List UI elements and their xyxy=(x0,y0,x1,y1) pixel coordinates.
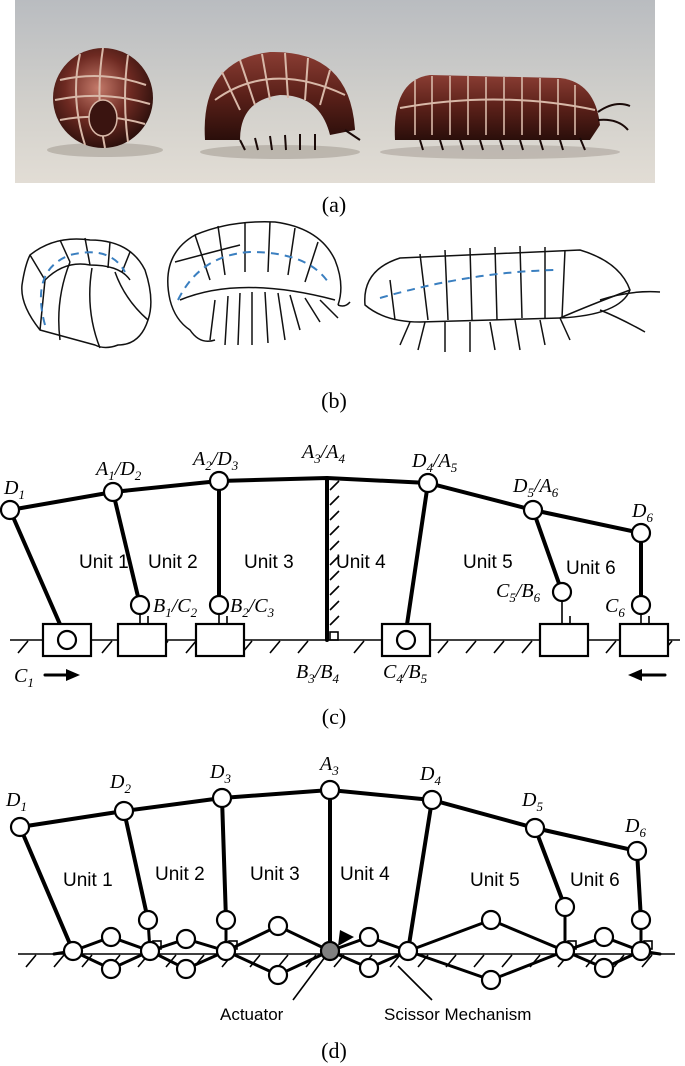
slider-b1c2 xyxy=(116,622,168,658)
sketch-half-curled xyxy=(167,221,351,346)
joint-c5b6 xyxy=(551,581,573,603)
joint-c4 xyxy=(395,629,417,651)
slider-c5b6 xyxy=(538,622,590,658)
slider-b2c3 xyxy=(194,622,246,658)
label-c5b6: C5/B6 xyxy=(496,580,541,605)
millipede-walking xyxy=(394,75,631,151)
link-d-unit6-right xyxy=(635,849,643,922)
link-unit5 xyxy=(403,481,430,640)
label-d-a3: A3 xyxy=(318,753,339,778)
label-scissor-mechanism: Scissor Mechanism xyxy=(384,1005,531,1024)
label-b2c3: B2/C3 xyxy=(230,595,275,620)
actuator-arrow xyxy=(338,930,354,946)
label-d-d5: D5 xyxy=(521,789,543,814)
millipede-half-curled xyxy=(204,51,361,151)
label-a2d3: A2/D3 xyxy=(191,448,239,473)
scissor-leader xyxy=(397,965,433,1001)
arrow-right-c1 xyxy=(43,669,80,681)
joint-c1 xyxy=(56,629,78,651)
link-d-unit1 xyxy=(18,825,75,953)
caption-c: (c) xyxy=(322,704,346,729)
unit-label-c-2: Unit 2 xyxy=(148,552,198,573)
label-b3b4: B3/B4 xyxy=(296,661,340,686)
unit-label-d-1: Unit 1 xyxy=(63,870,113,891)
arrow-left-c6 xyxy=(628,669,667,681)
unit-label-d-2: Unit 2 xyxy=(155,864,205,885)
wall-hatch xyxy=(329,480,340,626)
joint-c6 xyxy=(630,594,652,616)
label-c1: C1 xyxy=(14,665,34,690)
label-c4b5: C4/B5 xyxy=(383,661,428,686)
label-d-d4: D4 xyxy=(419,763,441,788)
actuator-leader xyxy=(292,956,326,1001)
unit-label-c-5: Unit 5 xyxy=(463,552,513,573)
link-d-unit2 xyxy=(122,809,150,922)
joint-a2d3 xyxy=(208,470,230,492)
right-angle-mark xyxy=(329,631,339,641)
sketch-walking xyxy=(364,245,661,352)
caption-b: (b) xyxy=(321,388,347,413)
linkage-diagram-c: D1 A1/D2 A2/D3 A3/A4 D4/A5 D5/A6 D6 B1/C… xyxy=(0,441,680,690)
unit-label-d-4: Unit 4 xyxy=(340,864,390,885)
joint-d6 xyxy=(630,522,652,544)
sketch-rolled xyxy=(21,237,152,349)
unit-label-c-4: Unit 4 xyxy=(336,552,386,573)
label-d6: D6 xyxy=(631,500,653,525)
scissor-diagram-d: D1 D2 D3 A3 D4 D5 D6 Unit 1 Unit 2 Unit … xyxy=(5,753,675,1024)
unit-label-d-5: Unit 5 xyxy=(470,870,520,891)
link-d-unit5 xyxy=(406,798,434,953)
unit-label-c-3: Unit 3 xyxy=(244,552,294,573)
link-d-unit6 xyxy=(533,826,567,909)
joint-b2c3 xyxy=(208,594,230,616)
label-d-d2: D2 xyxy=(109,771,131,796)
label-c6: C6 xyxy=(605,595,625,620)
label-d-d6: D6 xyxy=(624,815,646,840)
slider-c6 xyxy=(618,622,670,658)
unit-label-c-6: Unit 6 xyxy=(566,558,616,579)
joint-a1d2 xyxy=(102,481,124,503)
label-a1d2: A1/D2 xyxy=(94,458,142,483)
label-d-d3: D3 xyxy=(209,761,231,786)
photo-panel xyxy=(15,0,655,183)
link-unit1 xyxy=(8,508,68,640)
label-d1: D1 xyxy=(3,477,25,502)
link-unit6 xyxy=(531,508,564,594)
unit-label-d-6: Unit 6 xyxy=(570,870,620,891)
link-unit2 xyxy=(111,490,142,607)
label-b1c2: B1/C2 xyxy=(153,595,198,620)
line-drawings-panel xyxy=(21,221,661,352)
link-d-unit3 xyxy=(220,796,228,922)
label-actuator: Actuator xyxy=(220,1005,284,1024)
caption-d: (d) xyxy=(321,1038,347,1063)
millipede-rolled xyxy=(53,47,153,149)
joint-d4a5 xyxy=(417,472,439,494)
label-d4a5: D4/A5 xyxy=(411,450,458,475)
joint-d5a6 xyxy=(522,499,544,521)
unit-label-d-3: Unit 3 xyxy=(250,864,300,885)
caption-a: (a) xyxy=(322,192,346,217)
joint-d1 xyxy=(0,499,21,521)
actuator-joint xyxy=(319,940,341,962)
label-d-d1: D1 xyxy=(5,789,27,814)
label-a3a4: A3/A4 xyxy=(300,441,346,466)
label-d5a6: D5/A6 xyxy=(512,475,559,500)
unit-label-c-1: Unit 1 xyxy=(79,552,129,573)
joint-b1c2 xyxy=(129,594,151,616)
